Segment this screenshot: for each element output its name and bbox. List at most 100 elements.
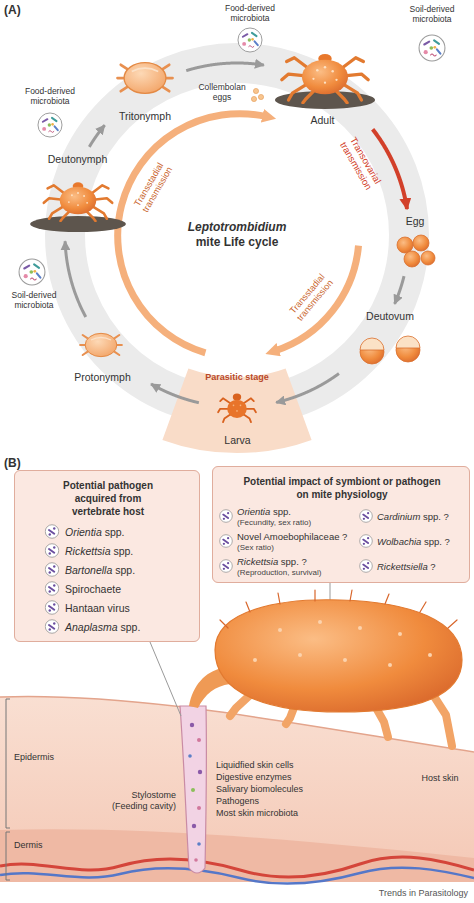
box-item: Rickettsia spp.: [65, 545, 133, 558]
feeding-mite: [246, 602, 250, 612]
feeding-mite: [314, 590, 315, 601]
collembolan-eggs: [258, 94, 263, 99]
feeding-mite: [278, 593, 280, 604]
box-item: Rickettsiella ?: [377, 561, 436, 573]
italic-name: Leptotrombidium: [188, 220, 287, 234]
stylostome: [198, 770, 202, 774]
feeding-mite: [420, 602, 426, 612]
host-skin: [0, 868, 474, 884]
text-rest: ?: [428, 561, 436, 572]
italic-name: Wolbachia: [377, 536, 421, 547]
microbe-icon: [360, 510, 373, 523]
text-rest: spp. ?: [278, 556, 307, 567]
microbiota-bubble: [38, 113, 62, 137]
info-box: Potential impact of symbiont or pathogen…: [212, 466, 470, 583]
feeding-mite: [298, 653, 302, 657]
text-rest: spp.: [102, 526, 125, 538]
part-label: Stylostome (Feeding cavity): [96, 790, 176, 812]
italic-name: Cardinium: [377, 511, 420, 522]
layer-label: Host skin: [421, 773, 458, 784]
content-item: Liquidfied skin cells: [216, 760, 294, 771]
text-rest: spp. ?: [420, 511, 449, 522]
microbe-icon: [220, 510, 233, 523]
text-rest: spp.: [270, 506, 291, 517]
text-rest: spp. ?: [421, 536, 450, 547]
cycle-arrow: [186, 63, 264, 71]
box-heading: Potential pathogen acquired from vertebr…: [50, 479, 166, 518]
feeding-mite: [220, 590, 457, 628]
feeding-mite: [220, 620, 228, 628]
content-item: Most skin microbiota: [216, 808, 298, 819]
host-skin: [0, 696, 474, 882]
adult-mite: [282, 54, 368, 103]
feeding-mite: [448, 620, 457, 628]
deutovum-figure: [360, 338, 384, 350]
cycle-arrow: [65, 241, 86, 317]
stage-label: Deutovum: [340, 310, 440, 322]
content-item: Pathogens: [216, 796, 259, 807]
box-heading: Potential impact of symbiont or pathogen…: [242, 475, 442, 501]
feeding-mite: [278, 628, 282, 632]
bubble-label: Food-derived microbiota: [18, 86, 82, 106]
microbiota-bubble: [238, 28, 262, 52]
arc-label: Transstadial transmission: [127, 152, 178, 221]
life-stage: Adult: [265, 40, 380, 128]
box-item: (Fecundity, sex ratio): [237, 518, 311, 528]
box-item: Hantaan virus: [65, 602, 130, 615]
stylostome: [194, 858, 198, 862]
stage-band-label: Parasitic stage: [205, 372, 269, 383]
feeding-mite: [318, 620, 322, 624]
feeding-mite: [385, 594, 389, 604]
text-rest: spp.: [112, 564, 135, 576]
stylostome: [190, 723, 194, 727]
stylostome: [197, 806, 201, 810]
stage-label: Egg: [380, 215, 450, 227]
host-skin: [0, 696, 474, 883]
egg-cluster: [397, 237, 413, 253]
feeding-mite: [253, 620, 432, 667]
microbiota-bubble: [419, 35, 445, 61]
bubble-label: Soil-derived microbiota: [4, 290, 64, 310]
feeding-mite: [428, 653, 432, 657]
stage-label: Protonymph: [55, 371, 150, 383]
tritonymph-figure: [118, 63, 173, 94]
stylostome: [197, 738, 201, 742]
stage-label: Tritonymph: [105, 110, 185, 122]
box-item: Novel Amoebophilaceae ?: [237, 531, 347, 543]
cycle-arrow: [151, 384, 199, 403]
microbe-icon: [45, 582, 59, 596]
box-item: Wolbachia spp. ?: [377, 536, 450, 548]
transstadial-arc: [118, 114, 359, 353]
layer-label: Epidermis: [14, 752, 54, 763]
italic-name: Anaplasma: [65, 621, 118, 633]
life-stage: Tritonymph: [105, 38, 185, 124]
box-item: Cardinium spp. ?: [377, 511, 449, 523]
stylostome: [188, 754, 192, 758]
life-stage: Deutonymph: [15, 148, 140, 240]
feeding-mite: [388, 663, 392, 667]
stage-label: Larva: [200, 434, 275, 446]
microbe-icon: [45, 563, 59, 577]
egg-cluster: [421, 251, 435, 265]
stage-label: Adult: [265, 114, 380, 126]
life-stage: Egg: [380, 210, 450, 275]
arc-label: Transstadial transmission: [282, 265, 341, 330]
cycle-arrow: [89, 125, 104, 147]
italic-name: Orientia: [237, 506, 270, 517]
collembolan-eggs: [251, 96, 256, 101]
deutonymph-mite: [44, 182, 112, 221]
parasitic-wedge: [162, 369, 311, 454]
cycle-arrow: [395, 276, 404, 304]
microbe-icon: [220, 535, 233, 548]
panel-letter: (A): [4, 3, 21, 18]
feeding-mite: [398, 632, 402, 636]
box-item: Spirochaete: [65, 583, 121, 596]
panel-letter: (B): [4, 456, 21, 471]
italic-name: Rickettsia: [65, 545, 111, 557]
life-stage: Protonymph: [55, 318, 150, 385]
larva-figure: [218, 393, 256, 422]
feeding-mite: [358, 626, 362, 630]
adult-mite: [275, 54, 375, 109]
transstadial-arc: [275, 246, 359, 351]
